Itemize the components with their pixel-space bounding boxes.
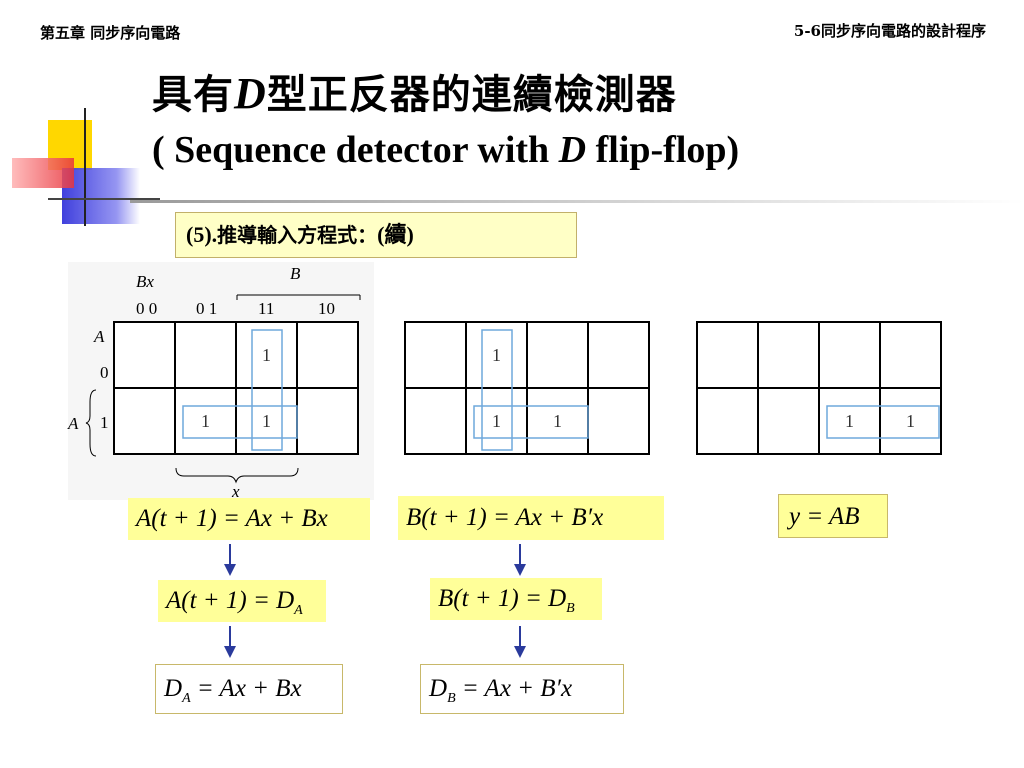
decorative-logo xyxy=(0,100,160,230)
kmap-bx-label: Bx xyxy=(136,272,154,291)
page-title-zh: 具有D型正反器的連續檢測器 xyxy=(152,69,677,118)
arrow-a-2 xyxy=(229,626,231,648)
kmap2-loop-vertical xyxy=(481,329,513,451)
kmap-row-header-1: 1 xyxy=(100,413,109,432)
kmap-cell-value: 1 xyxy=(262,411,271,431)
kmap-cell-value: 1 xyxy=(845,411,854,431)
kmap2-loop-horizontal xyxy=(473,405,589,439)
kmap-cell-value: 1 xyxy=(906,411,915,431)
eq-b-next: B(t + 1) = Ax + B′x xyxy=(398,496,664,540)
eq-b-d: B(t + 1) = DB xyxy=(430,578,602,620)
kmap-col-header-10: 10 xyxy=(318,299,335,318)
kmap3-loop-horizontal xyxy=(826,405,940,439)
arrow-b-1 xyxy=(519,544,521,566)
chapter-header: 第五章 同步序向電路 xyxy=(40,24,181,42)
arrow-b-2-head xyxy=(514,646,526,658)
kmap-cell-value: 1 xyxy=(492,411,501,431)
kmap-cell-value: 1 xyxy=(262,345,271,365)
kmap-cell-value: 1 xyxy=(553,411,562,431)
page-title-en: ( Sequence detector with D flip-flop) xyxy=(152,129,740,171)
eq-a-d: A(t + 1) = DA xyxy=(158,580,326,622)
kmap1-loop-horizontal xyxy=(182,405,298,439)
eq-da: DA = Ax + Bx xyxy=(155,664,343,714)
eq-db: DB = Ax + B′x xyxy=(420,664,624,714)
kmap1-loop-vertical xyxy=(251,329,283,451)
arrow-a-1-head xyxy=(224,564,236,576)
kmap-b-label: B xyxy=(290,264,301,283)
arrow-a-2-head xyxy=(224,646,236,658)
step-note: (5).推導輸入方程式：(續) xyxy=(175,212,577,258)
kmap-col-header-00: 0 0 xyxy=(136,299,157,318)
arrow-b-1-head xyxy=(514,564,526,576)
kmap-col-header-01: 0 1 xyxy=(196,299,217,318)
kmap-col-header-11: 11 xyxy=(258,299,274,318)
section-header: 5-6同步序向電路的設計程序 xyxy=(793,22,986,40)
kmap-row-header-0: 0 xyxy=(100,363,109,382)
kmap-x-label: x xyxy=(231,482,240,501)
arrow-a-1 xyxy=(229,544,231,566)
eq-y: y = AB xyxy=(778,494,888,538)
kmap-cell-value: 1 xyxy=(201,411,210,431)
arrow-b-2 xyxy=(519,626,521,648)
title-divider xyxy=(130,200,1024,203)
eq-a-next: A(t + 1) = Ax + Bx xyxy=(128,498,370,540)
kmap-a-label: A xyxy=(93,327,105,346)
kmap-a-brace-label: A xyxy=(67,414,79,433)
kmap-cell-value: 1 xyxy=(492,345,501,365)
